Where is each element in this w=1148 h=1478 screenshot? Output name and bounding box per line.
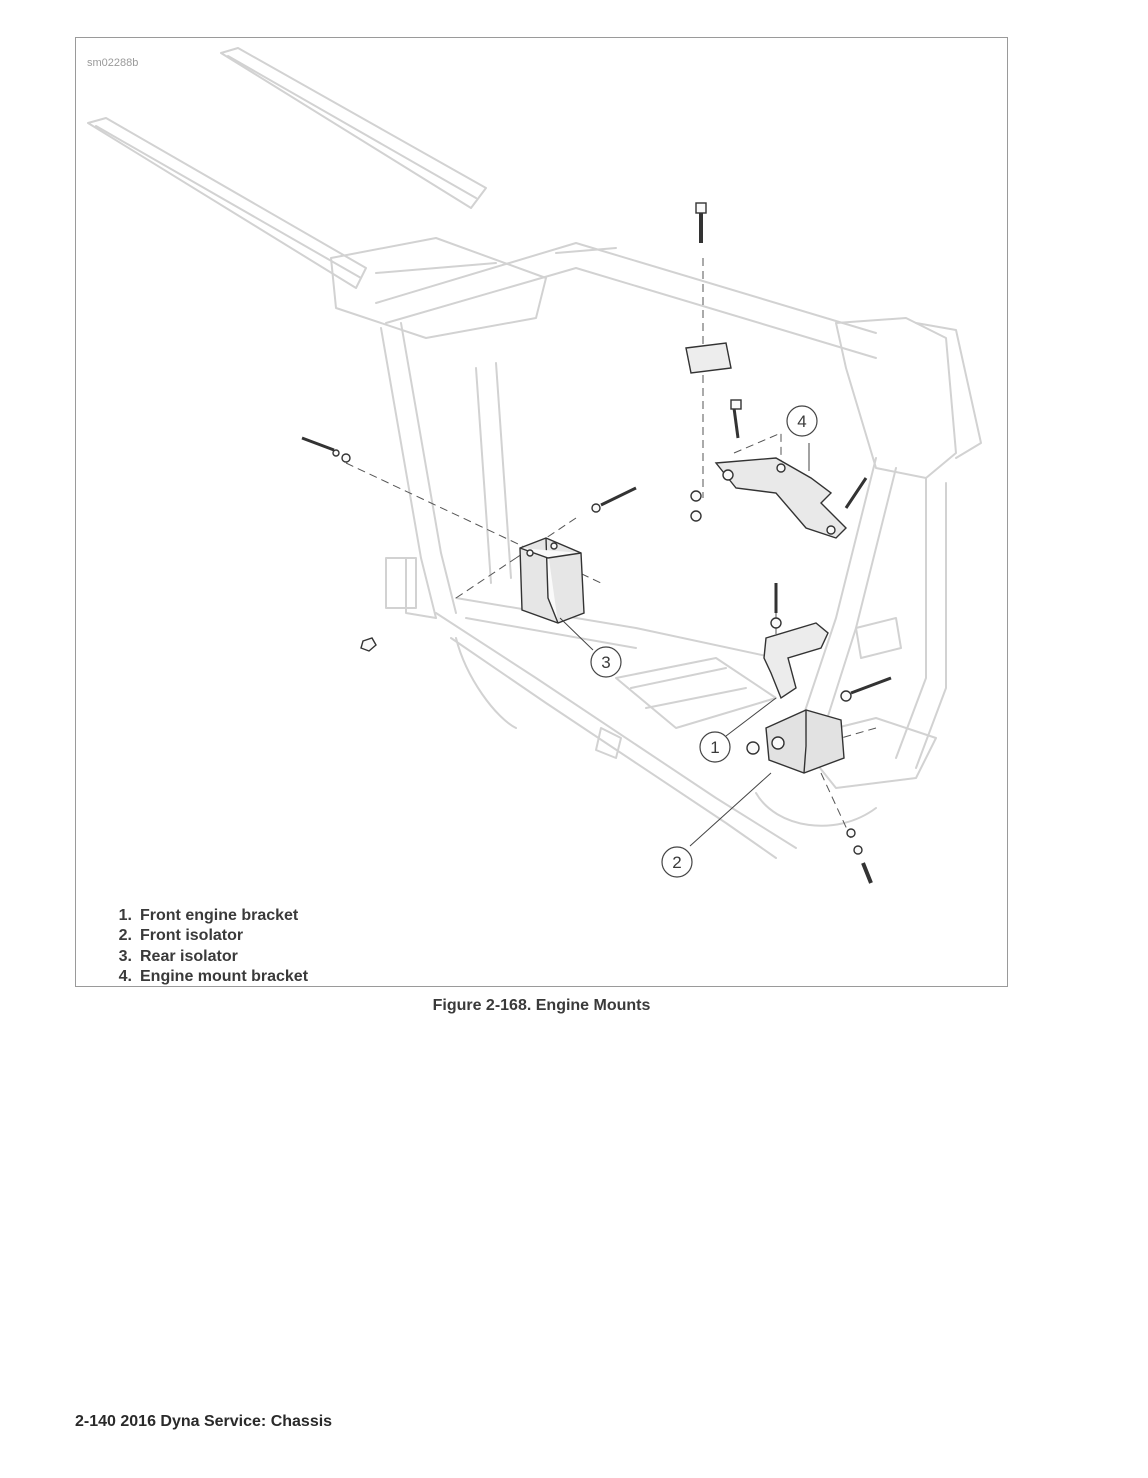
figure-code: sm02288b bbox=[87, 57, 139, 69]
legend-item: 3.Rear isolator bbox=[118, 947, 238, 965]
page-footer: 2-140 2016 Dyna Service: Chassis bbox=[75, 1413, 333, 1430]
figure-caption: Figure 2-168. Engine Mounts bbox=[432, 997, 651, 1014]
figure-panel: sm02288b bbox=[75, 37, 1008, 987]
svg-text:1: 1 bbox=[710, 738, 719, 757]
callout-1: 1 bbox=[699, 731, 731, 763]
legend-item: 1.Front engine bracket bbox=[118, 907, 299, 924]
callout-2: 2 bbox=[661, 846, 693, 878]
parts-legend: 1.Front engine bracket 2.Front isolator … bbox=[102, 906, 309, 986]
callouts: 1 2 3 4 bbox=[590, 405, 818, 878]
svg-text:2: 2 bbox=[672, 853, 681, 872]
engine-mount-illustration: 1 2 3 4 bbox=[87, 47, 982, 884]
hardware-parts bbox=[301, 202, 892, 884]
callout-3: 3 bbox=[590, 646, 622, 678]
frame-drawing bbox=[87, 47, 982, 859]
callout-4: 4 bbox=[786, 405, 818, 437]
svg-text:4: 4 bbox=[797, 412, 806, 431]
legend-item: 4.Engine mount bracket bbox=[118, 968, 309, 986]
legend-item: 2.Front isolator bbox=[118, 927, 244, 945]
svg-text:3: 3 bbox=[601, 653, 610, 672]
leader-lines bbox=[559, 443, 810, 847]
